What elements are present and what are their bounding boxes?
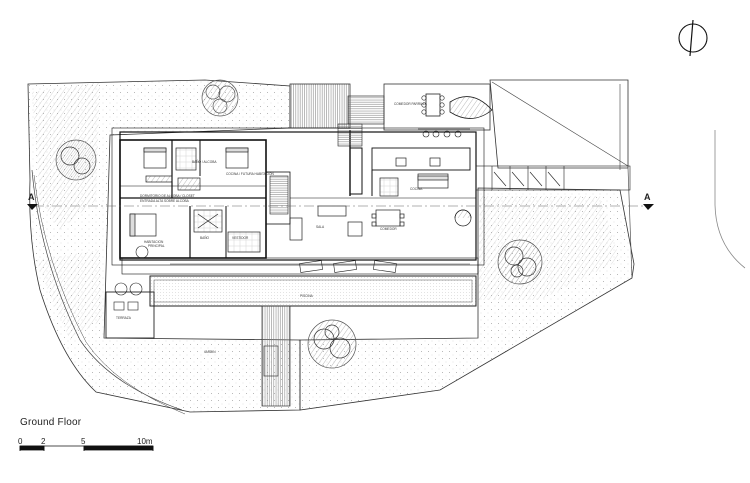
east-ramp xyxy=(475,165,631,191)
terrace-loungers xyxy=(135,245,397,273)
room-label-bath-1: BAÑO / ALCOBA xyxy=(192,160,217,164)
room-label-master: DORMITORIO DE ALCOBA / CLOSET xyxy=(140,194,195,198)
room-label-garden: JARDIN xyxy=(204,350,216,354)
room-label-bath: BAÑO xyxy=(200,236,210,240)
scale-label-5: 5 xyxy=(81,437,86,446)
street-edge xyxy=(627,130,746,279)
room-label-pool: PISCINA xyxy=(300,294,313,298)
section-marker-left: A xyxy=(28,192,35,202)
tree-south xyxy=(307,319,357,369)
tree-northwest xyxy=(201,79,239,117)
room-label-bedroom-note: PRINCIPAL xyxy=(148,244,165,248)
section-line xyxy=(27,204,654,210)
room-label-dining: COMEDOR xyxy=(380,227,397,231)
bbq-dining-area xyxy=(418,93,493,138)
section-marker-right: A xyxy=(644,192,651,202)
tree-west xyxy=(55,139,97,181)
scale-label-0: 0 xyxy=(18,437,23,446)
room-label-kitchen: COCINA xyxy=(410,187,423,191)
room-label-kitchen-future: COCINA / FUTURA HABITACION xyxy=(226,172,274,176)
room-label-closet: VESTIDOR xyxy=(232,236,249,240)
trees xyxy=(55,79,543,369)
scale-label-2: 2 xyxy=(41,437,46,446)
drawing-title: Ground Floor xyxy=(20,417,82,428)
room-label-living: SALA xyxy=(316,225,325,229)
bedroom-furniture xyxy=(129,147,261,253)
south-walkway xyxy=(261,305,291,407)
room-label-master-note: ENTRADA ALTA SOBRE ALCOBA xyxy=(140,199,189,203)
room-label-terrace: TERRAZA xyxy=(116,316,131,320)
scale-bar xyxy=(19,445,154,451)
north-arrow-icon xyxy=(678,19,708,57)
house-walls xyxy=(111,127,485,275)
room-label-bedroom: HABITACION xyxy=(144,240,164,244)
living-furniture xyxy=(289,157,472,241)
room-label-bbq: COMEDOR PARRILLA xyxy=(394,102,427,106)
swimming-pool xyxy=(149,275,477,307)
scale-label-10m: 10m xyxy=(137,437,153,446)
tree-east xyxy=(497,239,543,285)
parking-deck xyxy=(289,83,491,131)
terrace-pavilion xyxy=(105,282,155,339)
stairs xyxy=(269,123,363,215)
